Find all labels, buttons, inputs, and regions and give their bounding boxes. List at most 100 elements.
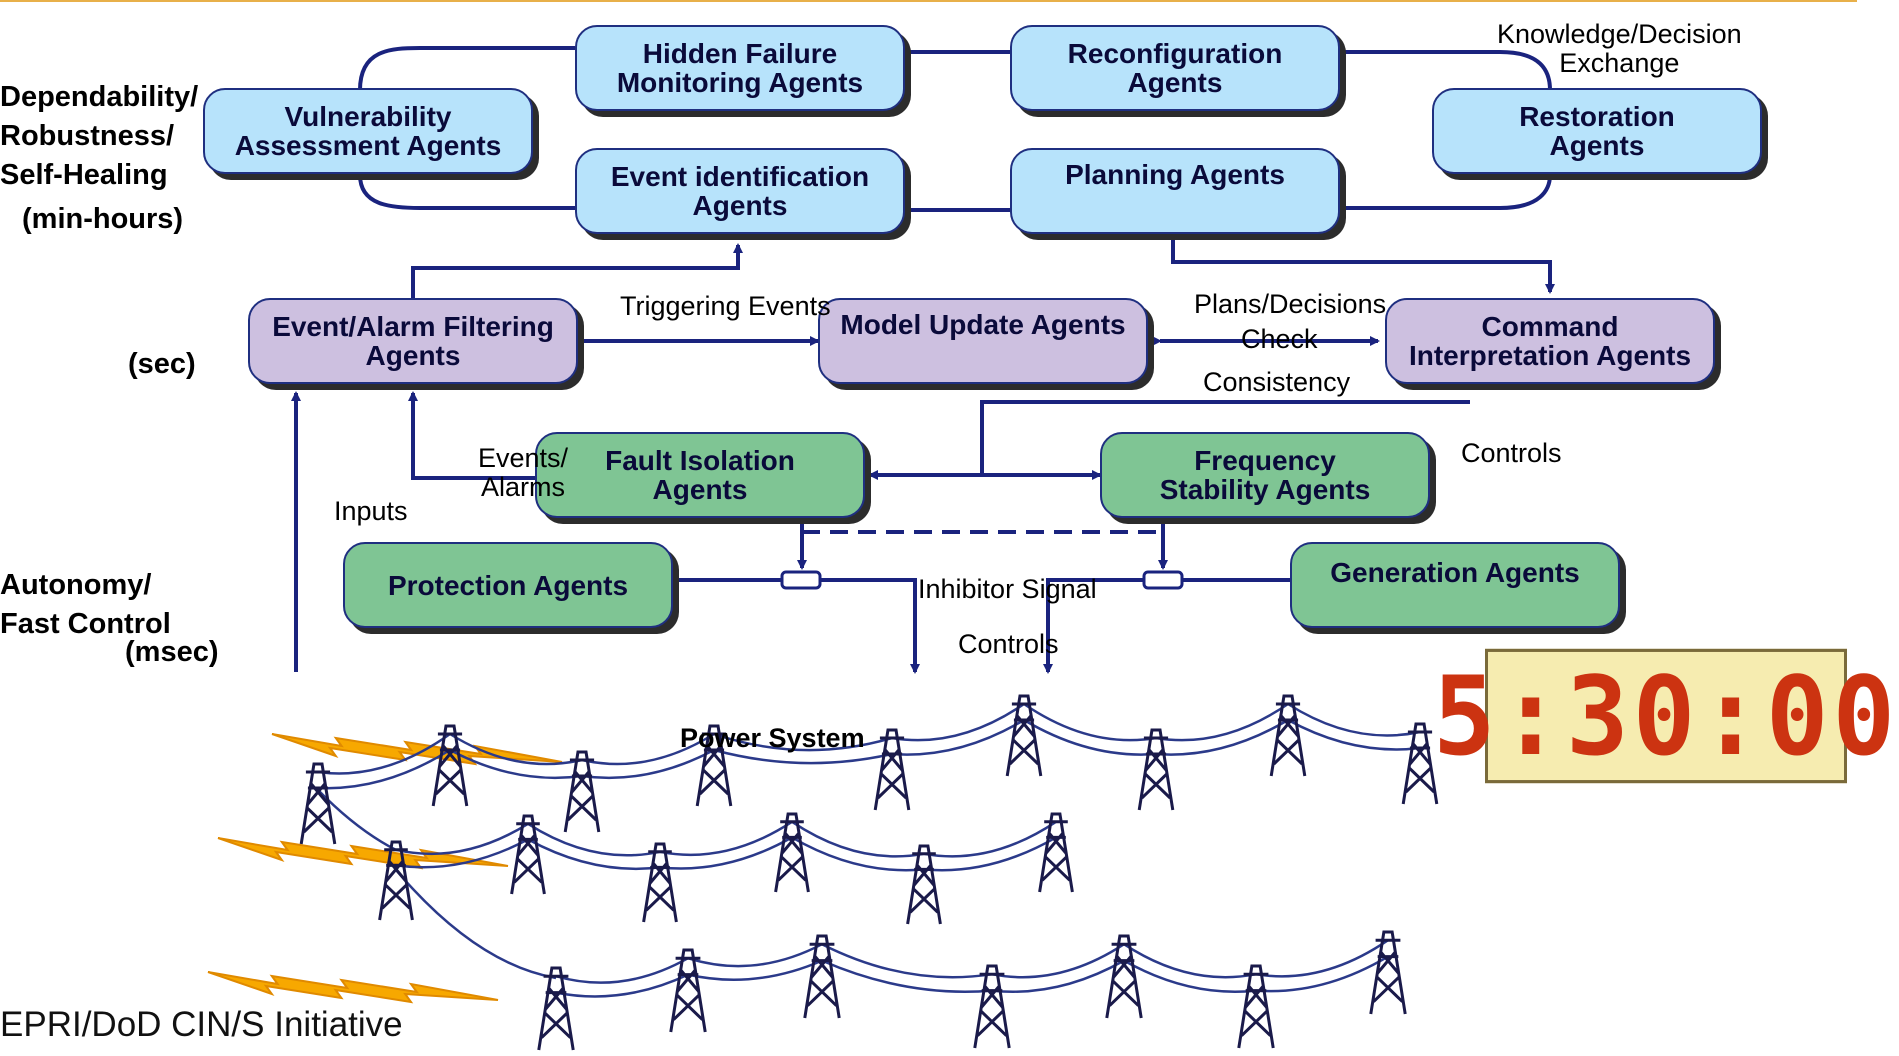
power-cable [1255,939,1389,978]
arrow-filter-to-eventid [411,243,743,300]
transmission-tower-icon [1038,812,1074,893]
dependability-line1: Dependability/ [0,81,199,113]
power-cable [555,957,689,984]
top-rule [0,0,1857,2]
transmission-tower-icon [669,948,707,1033]
autonomy-line2: Fast Control [0,608,171,640]
level-minhours-label: (min-hours) [22,203,184,235]
events-line2: Alarms [481,472,566,502]
fault-line2: Agents [652,474,748,505]
lightning-bolt-icon [271,733,563,766]
event-id-line1: Event identification [610,161,870,192]
transmission-tower-icon [1237,964,1275,1049]
filtering-line1: Event/Alarm Filtering [272,311,554,342]
autonomy-line1: Autonomy/ [0,569,152,601]
reconfiguration-line1: Reconfiguration [1067,38,1283,69]
generation-line1: Generation Agents [1330,557,1580,588]
power-cable [791,836,925,872]
level-autonomy-label: Autonomy/ Fast Control [0,566,171,644]
transmission-tower-icon [873,728,911,811]
generation-agents-box: Generation Agents [1290,542,1620,628]
power-cable [449,748,583,780]
power-cable [1123,959,1257,993]
vulnerability-line1: Vulnerability [284,101,452,132]
transmission-tower-icon [510,814,546,895]
power-cable [317,748,451,790]
breaker-right [1142,570,1184,590]
power-cable [1287,702,1421,737]
reconfiguration-line2: Agents [1127,67,1223,98]
power-cable [991,943,1125,979]
power-cable [317,732,451,775]
power-cable [713,732,893,752]
restoration-line1: Restoration [1519,101,1675,132]
connector-diagram [207,46,1555,1051]
power-cable [555,973,689,998]
dependability-line3: Self-Healing [0,159,168,191]
command-line1: Command [1481,311,1619,342]
vulnerability-line2: Assessment Agents [234,130,502,161]
line-command-to-controls [980,400,1470,475]
transmission-tower-icon [1401,722,1439,805]
power-cable [891,718,1025,756]
events-line1: Events/ [478,443,569,473]
power-cable [1155,702,1289,742]
ring-connector-reconf-right [1340,50,1552,91]
power-cable [527,822,661,857]
transmission-tower-icon [299,762,337,845]
power-cable [923,836,1057,872]
model-update-line1: Model Update Agents [840,309,1126,340]
transmission-tower-icon [642,842,678,923]
line-protection-bus [676,578,920,674]
transmission-tower-icon [695,724,733,807]
transmission-tower-icon [378,840,414,921]
transmission-tower-icon [803,934,841,1019]
power-cable [527,838,661,871]
planning-line1: Planning Agents [1065,159,1285,190]
power-cable [687,959,823,981]
level-msec-label: (msec) [125,636,219,668]
transmission-tower-icon [563,750,601,833]
ring-connector-planning-resto [1340,174,1552,210]
plans-decisions-label: Plans/Decisions [1194,289,1387,319]
check-label: Check [1241,324,1318,354]
event-id-line2: Agents [692,190,788,221]
power-cable [449,732,583,766]
dependability-line2: Robustness/ [0,120,175,152]
power-cable [687,943,823,968]
footer-credit: EPRI/DoD CIN/S Initiative [0,1005,403,1044]
transmission-tower-icon [1105,934,1143,1019]
line-generation-bus [1043,578,1290,674]
controls-right-label: Controls [1461,438,1562,468]
restoration-line2: Agents [1549,130,1645,161]
protection-agents-box: Protection Agents [343,542,673,628]
breaker-left [780,570,822,590]
power-cable [821,943,993,979]
power-cable [395,838,529,869]
power-cable [1255,955,1389,993]
frequency-line1: Frequency [1194,445,1336,476]
power-cable [581,732,715,766]
power-cable [581,748,715,780]
planning-agents-box: Planning Agents [1010,148,1340,234]
transmission-tower-icon [1005,694,1043,777]
inhibitor-signal-label: Inhibitor Signal [918,574,1097,604]
level-sec-label: (sec) [128,348,196,380]
power-cable [659,836,793,870]
power-cable [891,702,1025,742]
lightning-bolt-icon [217,837,509,870]
clock-display: 5:30:00 [1433,648,1895,784]
transmission-tower-icon [1137,728,1175,811]
transmission-tower-icon [774,812,810,893]
power-cable [991,959,1125,993]
ring-connector-bottom-left [358,174,575,210]
protection-line1: Protection Agents [387,569,629,601]
triggering-events-label: Triggering Events [620,291,831,321]
